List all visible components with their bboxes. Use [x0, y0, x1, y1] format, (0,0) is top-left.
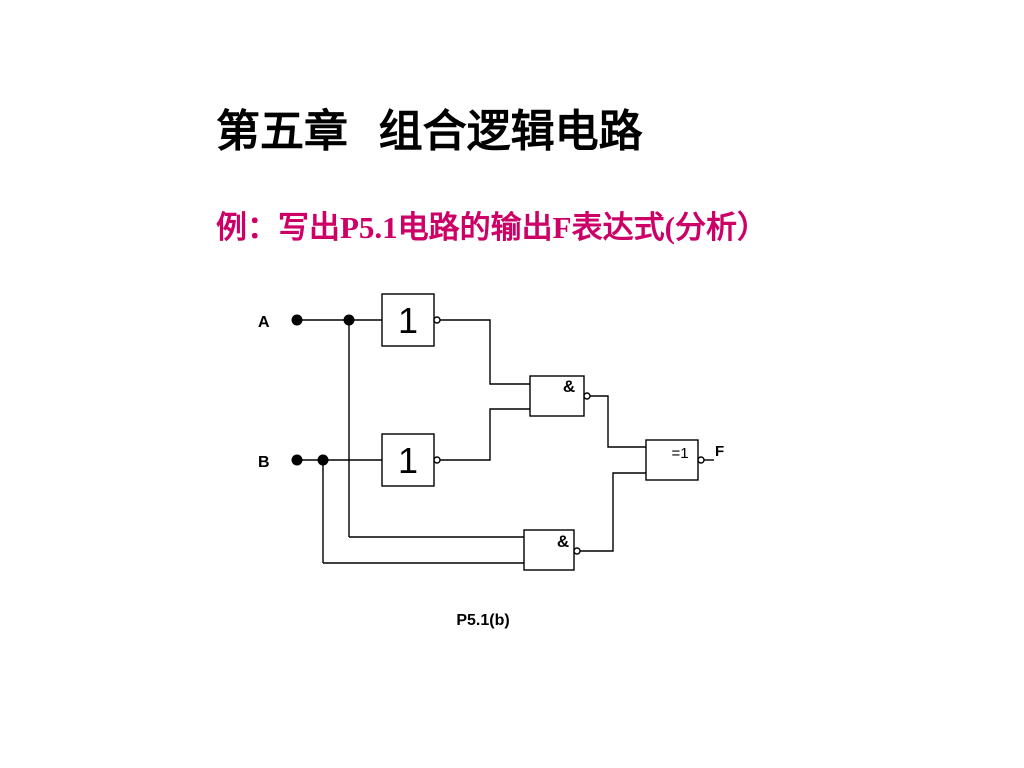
bubble-and-top — [583, 392, 591, 400]
junction-a — [343, 314, 355, 326]
wire-and-bottom-to-xor — [580, 472, 646, 552]
bubble-not-b — [433, 456, 441, 464]
not-gate-b-symbol: 1 — [398, 440, 418, 481]
output-label-f: F — [715, 443, 724, 460]
not-gate-a-symbol: 1 — [398, 300, 418, 341]
and-gate-top — [529, 375, 585, 417]
terminal-a — [291, 314, 303, 326]
and-gate-top-symbol: & — [563, 377, 575, 396]
xor-gate-symbol: =1 — [671, 445, 688, 462]
input-label-b: B — [258, 454, 270, 471]
bubble-and-bottom — [573, 547, 581, 555]
example-question: 例：写出P5.1电路的输出F表达式(分析） — [216, 210, 768, 245]
terminal-b — [291, 454, 303, 466]
diagram-caption: P5.1(b) — [456, 612, 509, 629]
input-label-a: A — [258, 314, 270, 331]
wire-nota-to-and-top — [440, 319, 530, 385]
bubble-xor — [697, 456, 705, 464]
bubble-not-a — [433, 316, 441, 324]
and-gate-bottom-symbol: & — [557, 532, 569, 551]
junction-b — [317, 454, 329, 466]
wire-and-top-to-xor — [590, 395, 646, 448]
wire-notb-to-and-top — [440, 408, 530, 461]
page-title: 第五章 组合逻辑电路 — [216, 106, 643, 157]
